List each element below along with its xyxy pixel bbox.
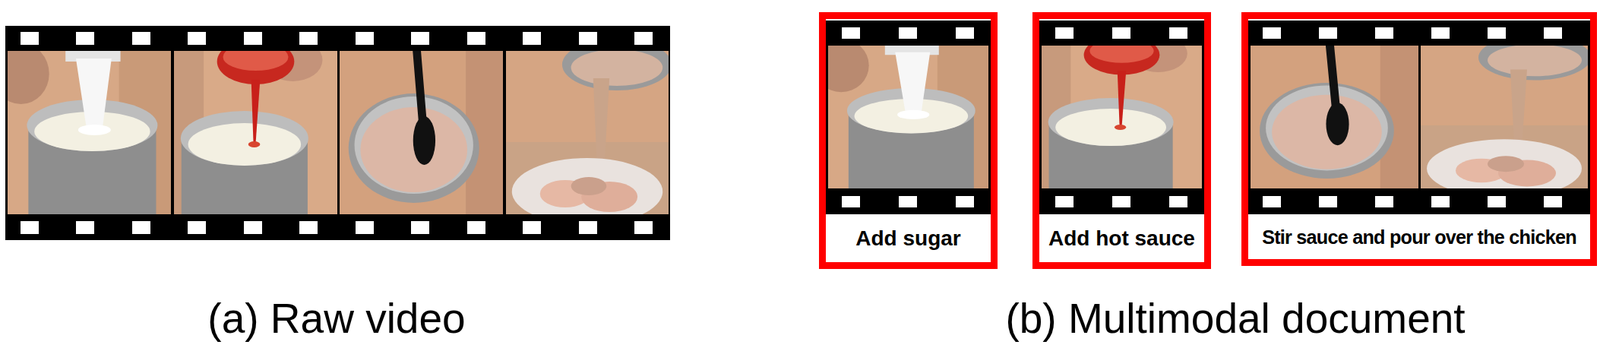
illustration-part [1543,27,1563,39]
illustration-part [20,221,39,234]
illustration-part [187,31,206,45]
illustration-part [1055,196,1074,208]
subfigure-caption: (a) Raw video [207,294,465,343]
illustration-part [411,221,430,234]
illustration-part [467,31,486,45]
illustration-part [898,196,917,208]
illustration-part [1487,196,1506,208]
illustration-part [1039,20,1205,215]
illustration-part [813,38,989,189]
subfigure-caption: (b) Multimodal document [1005,294,1465,343]
illustration-part [955,196,974,208]
illustration-part [841,27,974,208]
illustration-part [20,31,653,234]
illustration-part [355,221,374,234]
illustration-part [522,221,541,234]
illustration-part [841,27,861,39]
document-step-box: Add hot sauce [1032,12,1212,269]
illustration-part [1250,45,1419,189]
illustration-part [1431,27,1450,39]
illustration-part [243,221,263,234]
illustration-part [1487,27,1506,39]
document-strip [1248,20,1591,215]
step-caption: Add hot sauce [1039,215,1205,263]
illustration-part [1262,27,1281,39]
illustration-part [411,31,430,45]
illustration-part [1169,196,1188,208]
illustration-part [1375,27,1394,39]
illustration-part [132,221,151,234]
step-caption: Stir sauce and pour over the chicken [1248,215,1591,260]
illustration-part [1055,27,1074,39]
illustration-part [173,38,338,215]
illustration-part [955,27,974,39]
illustration-part [355,31,374,45]
illustration-part [299,221,318,234]
illustration-part [132,31,151,45]
illustration-part [505,38,672,225]
illustration-part [1248,20,1591,215]
illustration-part [0,43,171,215]
illustration-part [1420,34,1591,198]
illustration-part [187,221,206,234]
illustration-part [522,31,541,45]
document-step-box: Add sugar [818,12,998,269]
illustration-part [898,27,917,39]
illustration-part [1169,27,1188,39]
step-caption: Add sugar [825,215,991,263]
raw-video-strip [0,25,672,241]
illustration-part [1262,27,1563,208]
document-step-box: Stir sauce and pour over the chicken [1241,12,1597,266]
illustration-part [20,31,39,45]
illustration-part [1055,27,1188,208]
illustration-part [467,221,486,234]
illustration-part [1318,27,1338,39]
document-strip [813,20,991,215]
illustration-part [1041,34,1202,189]
illustration-part [1112,196,1131,208]
illustration-part [1262,196,1281,208]
document-strip [1039,20,1205,215]
illustration-part [75,31,95,45]
illustration-part [578,221,598,234]
illustration-part [1318,196,1338,208]
illustration-part [841,196,861,208]
illustration-part [243,31,263,45]
illustration-part [578,31,598,45]
illustration-part [1112,27,1131,39]
illustration-part [634,221,653,234]
illustration-part [1375,196,1394,208]
illustration-part [1431,196,1450,208]
illustration-part [299,31,318,45]
illustration-part [1543,196,1563,208]
illustration-part [75,221,95,234]
illustration-part [339,50,503,215]
illustration-part [634,31,653,45]
